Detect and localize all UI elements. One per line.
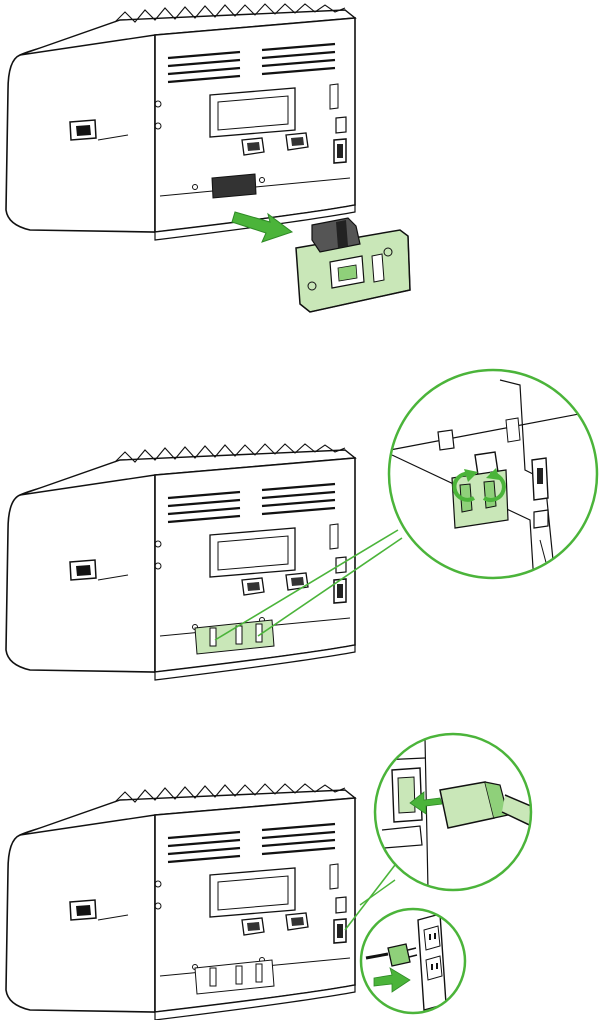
step-connect-power — [6, 730, 545, 1020]
printer-rear-icon — [6, 4, 355, 240]
printer-rear-icon — [6, 444, 355, 680]
callout-leader — [360, 880, 395, 905]
step-release-clips — [6, 370, 600, 680]
printer-rear-icon — [6, 784, 355, 1020]
zoom-circle-power — [370, 730, 545, 900]
power-plug-icon — [388, 944, 410, 966]
wall-outlet-icon — [360, 908, 466, 1014]
empty-slot — [212, 174, 256, 198]
zoom-circle-clips — [385, 370, 600, 600]
interface-card-icon — [296, 218, 410, 312]
step-remove-card — [6, 4, 410, 312]
